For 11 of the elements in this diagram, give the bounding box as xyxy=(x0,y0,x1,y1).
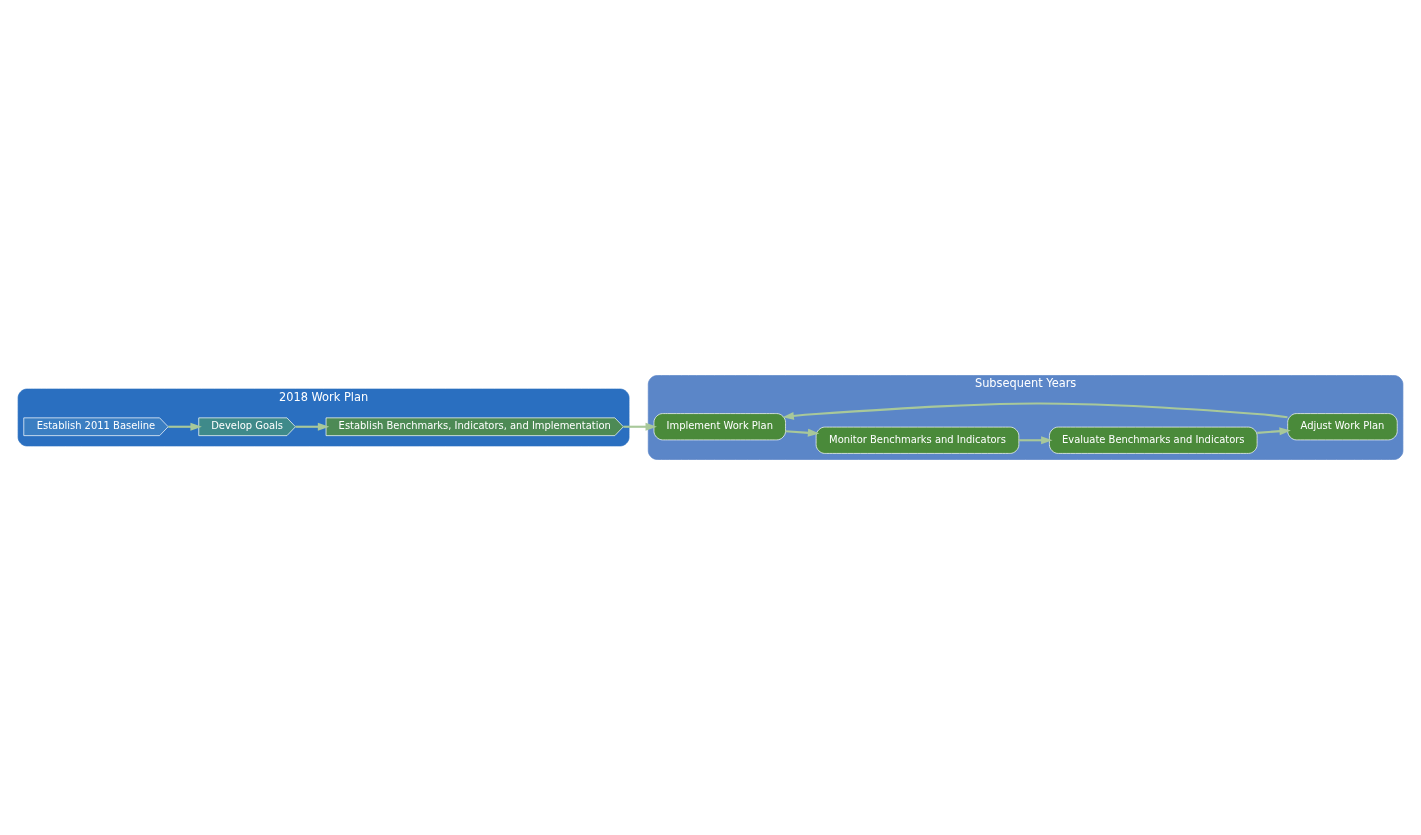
node-box: Monitor Benchmarks and Indicators xyxy=(815,426,1020,454)
arrow xyxy=(785,428,820,437)
node-box: Evaluate Benchmarks and Indicators xyxy=(1049,426,1258,454)
arrow xyxy=(1257,427,1291,436)
arrow xyxy=(623,422,657,431)
node-box: Implement Work Plan xyxy=(653,413,786,441)
arrow xyxy=(295,422,330,431)
arrow xyxy=(168,422,202,431)
arrow xyxy=(1018,436,1053,445)
arrow xyxy=(782,402,1288,420)
node-box: Adjust Work Plan xyxy=(1287,413,1398,441)
